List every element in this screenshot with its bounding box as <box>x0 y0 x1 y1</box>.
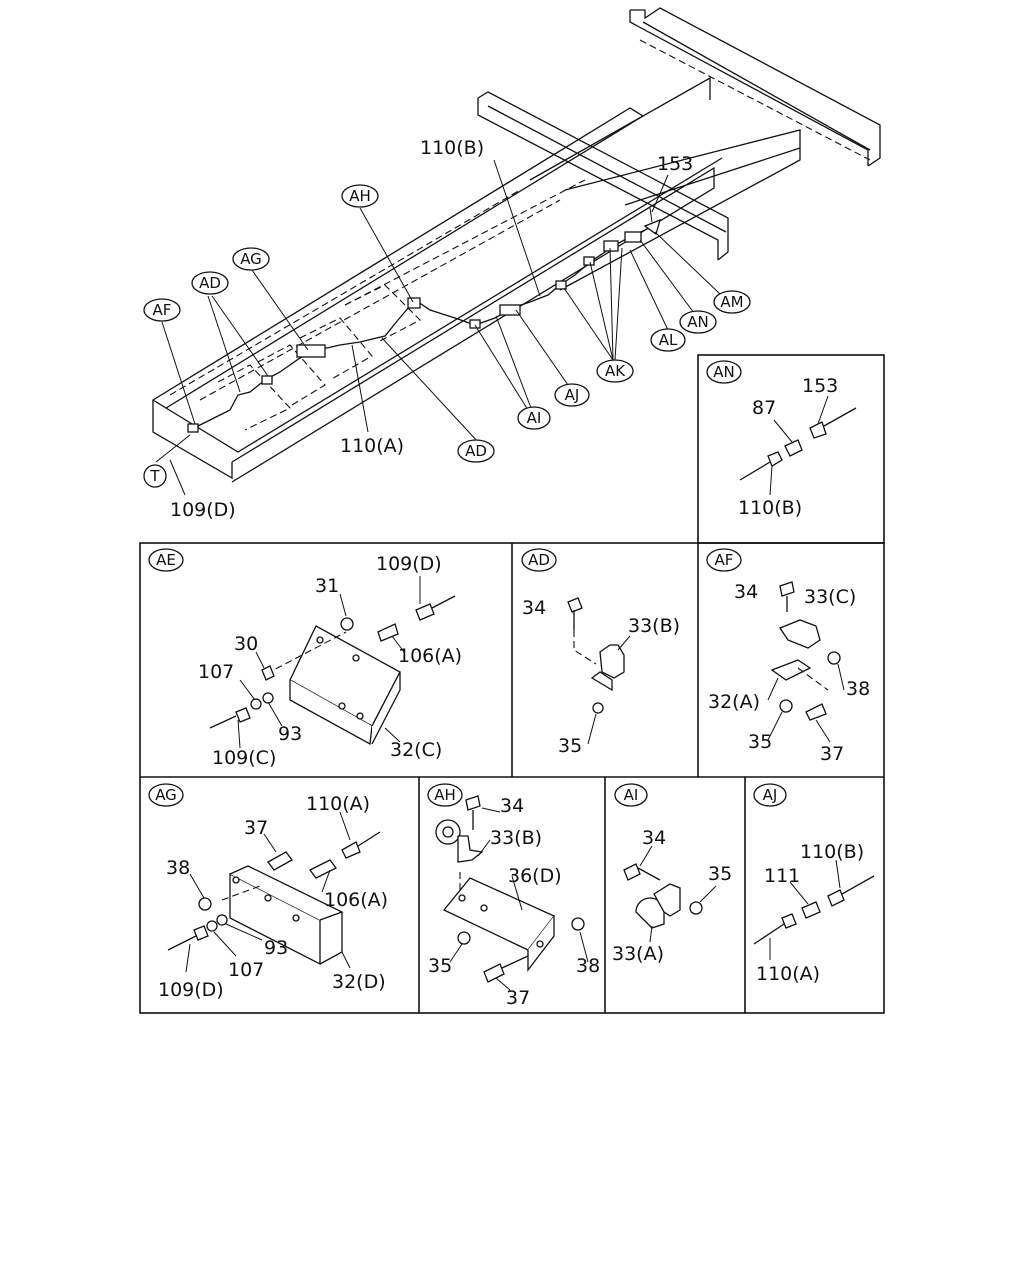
label-153-main: 153 <box>657 153 693 175</box>
label-35: 35 <box>708 863 732 885</box>
svg-text:AL: AL <box>659 331 678 349</box>
label-38: 38 <box>576 955 600 977</box>
panel-ai-tag: AI <box>624 786 639 804</box>
label-110a-main: 110(A) <box>340 435 404 457</box>
panel-ah-tag: AH <box>434 786 456 804</box>
label-32d: 32(D) <box>332 971 386 993</box>
panel-ag-tag: AG <box>155 786 177 804</box>
label-109d-main: 109(D) <box>170 499 236 521</box>
callout-al: AL <box>650 328 686 352</box>
label-34: 34 <box>642 827 666 849</box>
panel-an-tag: AN <box>713 363 734 381</box>
label-153: 153 <box>802 375 838 397</box>
svg-text:AG: AG <box>240 250 262 268</box>
callout-an: AN <box>679 310 717 334</box>
label-38: 38 <box>166 857 190 879</box>
label-106a: 106(A) <box>398 645 462 667</box>
callout-ah: AH <box>341 184 379 208</box>
label-109d: 109(D) <box>376 553 442 575</box>
panel-aj: AJ 110(B) 111 110(A) <box>753 783 875 985</box>
label-110b-main: 110(B) <box>420 137 484 159</box>
label-34: 34 <box>522 597 546 619</box>
label-87: 87 <box>752 397 776 419</box>
panel-ae-tag: AE <box>156 551 176 569</box>
callout-t: T <box>143 464 167 488</box>
label-33c: 33(C) <box>804 586 856 608</box>
label-30: 30 <box>234 633 258 655</box>
label-110b: 110(B) <box>800 841 864 863</box>
label-110a: 110(A) <box>756 963 820 985</box>
svg-text:AN: AN <box>687 313 708 331</box>
label-109c: 109(C) <box>212 747 276 769</box>
panel-ai: AI 34 35 33(A) <box>612 783 732 965</box>
svg-text:AD: AD <box>465 442 487 460</box>
label-37: 37 <box>506 987 530 1009</box>
label-34: 34 <box>734 581 758 603</box>
svg-text:AK: AK <box>605 362 626 380</box>
panel-ag: AG 110(A) 37 38 106(A) 93 107 109(D) 32(… <box>148 783 388 1001</box>
label-33b: 33(B) <box>628 615 680 637</box>
svg-text:T: T <box>149 467 160 485</box>
label-109d: 109(D) <box>158 979 224 1001</box>
callout-ad-lower: AD <box>457 439 495 463</box>
label-107: 107 <box>198 661 234 683</box>
label-38: 38 <box>846 678 870 700</box>
label-110b: 110(B) <box>738 497 802 519</box>
label-35: 35 <box>558 735 582 757</box>
label-107: 107 <box>228 959 264 981</box>
label-36d: 36(D) <box>508 865 562 887</box>
label-32a: 32(A) <box>708 691 760 713</box>
callout-am: AM <box>713 290 751 314</box>
panel-an: AN 153 87 110(B) <box>706 360 857 519</box>
label-34: 34 <box>500 795 524 817</box>
label-110a: 110(A) <box>306 793 370 815</box>
svg-text:AI: AI <box>527 409 542 427</box>
label-111: 111 <box>764 865 800 887</box>
panel-ad-tag: AD <box>528 551 550 569</box>
svg-text:AF: AF <box>153 301 172 319</box>
svg-text:AH: AH <box>349 187 371 205</box>
callout-af: AF <box>143 298 181 322</box>
label-35: 35 <box>428 955 452 977</box>
panel-af: AF 34 33(C) 38 32(A) 35 37 <box>706 548 870 765</box>
label-93: 93 <box>264 937 288 959</box>
label-33b: 33(B) <box>490 827 542 849</box>
label-33a: 33(A) <box>612 943 664 965</box>
label-35: 35 <box>748 731 772 753</box>
panel-ad: AD 34 33(B) 35 <box>521 548 680 757</box>
label-106a: 106(A) <box>324 889 388 911</box>
callout-ak: AK <box>596 359 634 383</box>
detail-panel-grid <box>139 354 885 1014</box>
main-leader-lines <box>155 159 721 496</box>
label-93: 93 <box>278 723 302 745</box>
callout-ag: AG <box>232 247 270 271</box>
panel-ah: AH 34 33(B) 36(D) 35 38 37 <box>427 783 600 1009</box>
svg-text:AM: AM <box>720 293 743 311</box>
label-31: 31 <box>315 575 339 597</box>
panel-ae: AE 31 109(D) 30 106(A) 107 93 109(C) 32(… <box>148 548 462 769</box>
panel-af-tag: AF <box>715 551 734 569</box>
label-37: 37 <box>244 817 268 839</box>
callout-ad: AD <box>191 271 229 295</box>
callout-ai: AI <box>517 406 551 430</box>
svg-text:AJ: AJ <box>565 386 580 404</box>
panel-aj-tag: AJ <box>763 786 778 804</box>
svg-text:AD: AD <box>199 274 221 292</box>
callout-aj: AJ <box>554 383 590 407</box>
label-37: 37 <box>820 743 844 765</box>
label-32c: 32(C) <box>390 739 442 761</box>
chassis-frame-drawing <box>151 7 881 483</box>
